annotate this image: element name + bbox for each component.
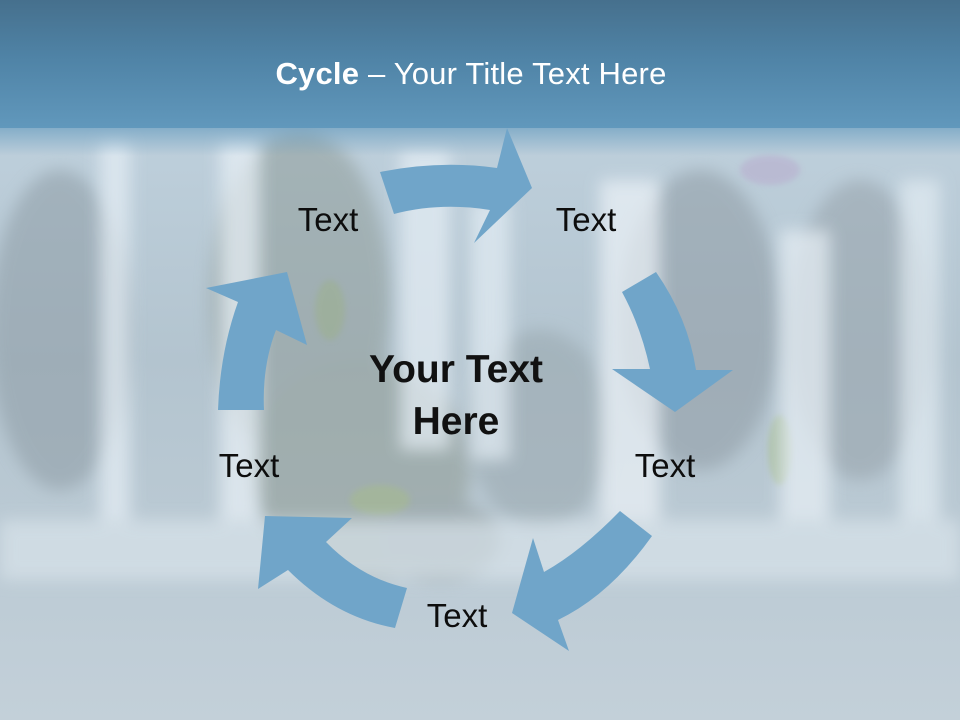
title-rest-part: – Your Title Text Here <box>359 56 667 91</box>
cycle-node-label-left[interactable]: Text <box>218 447 280 484</box>
cycle-arrow-top-icon[interactable] <box>380 128 532 243</box>
cycle-node-label-top-left[interactable]: Text <box>297 201 359 238</box>
cycle-node-label-right[interactable]: Text <box>634 447 696 484</box>
cycle-arrow-bottom-right-icon[interactable] <box>512 511 652 651</box>
center-text-line-1: Your Text <box>368 348 544 391</box>
slide-title[interactable]: Cycle – Your Title Text Here <box>0 56 942 92</box>
cycle-arrow-left-icon[interactable] <box>206 272 307 410</box>
title-bold-part: Cycle <box>275 56 360 91</box>
center-text-line-2: Here <box>412 400 500 443</box>
cycle-node-label-bottom[interactable]: Text <box>426 597 488 634</box>
title-bar <box>0 0 960 128</box>
cycle-node-label-top-right[interactable]: Text <box>555 201 617 238</box>
cycle-arrow-right-icon[interactable] <box>612 272 733 412</box>
title-bar-fade <box>0 126 960 156</box>
cycle-arrow-bottom-left-icon[interactable] <box>258 516 407 628</box>
center-text[interactable]: Your Text Here <box>369 344 543 448</box>
